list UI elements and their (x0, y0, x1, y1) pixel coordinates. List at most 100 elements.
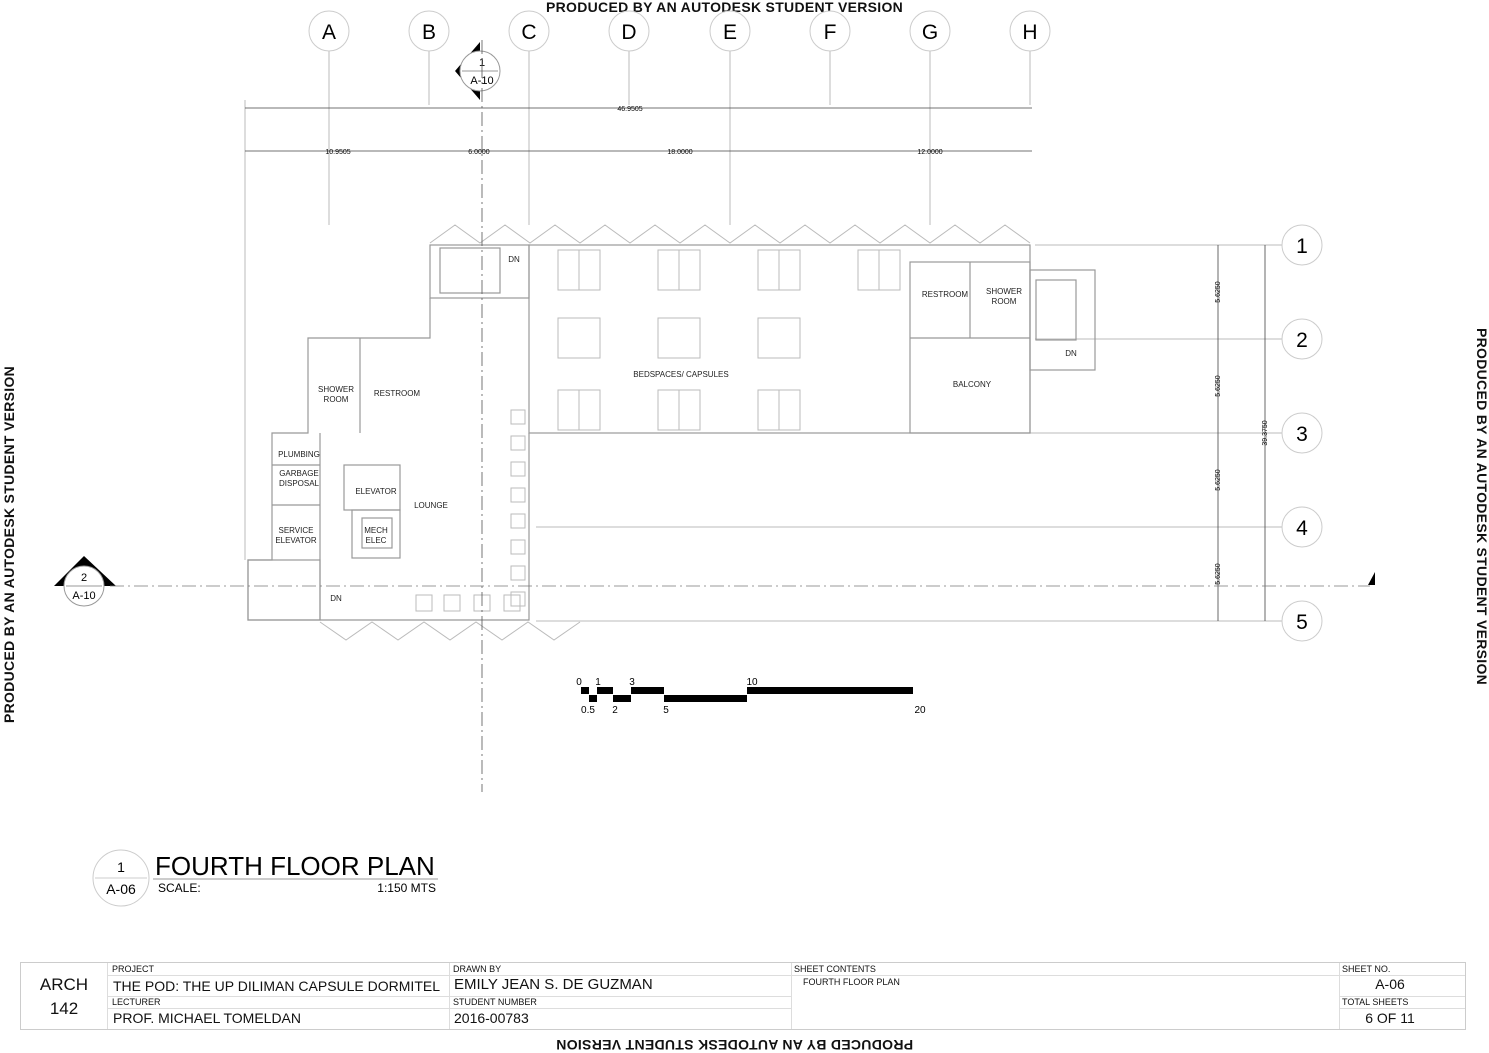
grid-bubble-circle (608, 10, 650, 52)
room-label-shower: ROOM (992, 297, 1017, 306)
facade-fin-row (429, 224, 1031, 244)
grid-bubble-H: H (1009, 10, 1051, 52)
dim-overall-depth: 39.3750 (1262, 420, 1269, 445)
drawing-title-text: FOURTH FLOOR PLAN (155, 851, 435, 881)
course-cell: ARCH 142 (21, 963, 108, 1029)
grid-bubble-circle (909, 10, 951, 52)
scale-label: 10 (746, 677, 758, 688)
grid-label: C (521, 21, 536, 44)
scale-label: 3 (629, 677, 635, 688)
section-number: 1 (479, 57, 485, 69)
grid-label: B (422, 21, 436, 44)
capsule-bed (657, 317, 701, 359)
dim-segment: 18.0000 (667, 149, 692, 156)
grid-bubble-2: 2 (1281, 318, 1323, 360)
section-sheet: A-10 (72, 590, 95, 602)
grid-bubble-4: 4 (1281, 506, 1323, 548)
section-sheet: A-10 (470, 75, 493, 87)
grid-label: 1 (1296, 235, 1308, 258)
project-cell: PROJECT THE POD: THE UP DILIMAN CAPSULE … (108, 963, 450, 1029)
drawn-by-label: DRAWN BY (453, 964, 502, 974)
watermark-top: PRODUCED BY AN AUTODESK STUDENT VERSION (546, 0, 904, 15)
grid-bubble-5: 5 (1281, 600, 1323, 642)
room-label-bedspaces: BEDSPACES/ CAPSULES (633, 370, 728, 379)
student-number-label: STUDENT NUMBER (453, 997, 537, 1007)
cafe-table (503, 594, 521, 612)
lounge-seat (510, 435, 526, 451)
capsule-furniture (415, 249, 901, 612)
grid-label: A (322, 21, 336, 44)
grid-bubble-F: F (809, 10, 851, 52)
grid-bubble-C: C (508, 10, 550, 52)
facade-fins (319, 224, 1031, 641)
room-label-dn: DN (508, 255, 520, 264)
room-label-service-elevator: ELEVATOR (275, 536, 317, 545)
cafe-table (415, 594, 433, 612)
grid-label: H (1022, 21, 1037, 44)
sheet-contents-value: FOURTH FLOOR PLAN (803, 977, 900, 987)
room-label-garbage: GARBAGE (279, 469, 319, 478)
room-label-elevator: ELEVATOR (355, 487, 397, 496)
room-label-mech: ELEC (366, 536, 387, 545)
grid-bubble-1: 1 (1281, 224, 1323, 266)
drawing-sheet: A-06 (106, 881, 136, 897)
sheet-no-label: SHEET NO. (1342, 964, 1391, 974)
room-label-lounge: LOUNGE (414, 501, 448, 510)
grid-bubble-3: 3 (1281, 412, 1323, 454)
scale-label: 0.5 (581, 705, 595, 716)
total-sheets-value: 6 OF 11 (1365, 1010, 1415, 1026)
room-label-mech: MECH (364, 526, 388, 535)
grid-bubble-circle (408, 10, 450, 52)
lounge-seat (510, 513, 526, 529)
grid-bubble-circle (1281, 224, 1323, 266)
grid-bubble-B: B (408, 10, 450, 52)
room-label-garbage: DISPOSAL (279, 479, 320, 488)
section-arrow (1368, 572, 1375, 585)
dim-overall-width: 46.9505 (617, 106, 642, 113)
grid-bubble-circle (508, 10, 550, 52)
section-marker-1: 1 A-10 (455, 42, 501, 100)
drawn-by-value: EMILY JEAN S. DE GUZMAN (454, 976, 653, 993)
room-label-balcony: BALCONY (953, 380, 992, 389)
lounge-seat (510, 591, 526, 607)
grid-bubble-circle (809, 10, 851, 52)
sheet-contents-label: SHEET CONTENTS (794, 964, 876, 974)
room-label-plumbing: PLUMBING (278, 450, 320, 459)
grid-bubble-circle (1281, 600, 1323, 642)
course-number: 142 (49, 999, 79, 1018)
lounge-seat (510, 539, 526, 555)
grid-bubble-D: D (608, 10, 650, 52)
grid-label: 3 (1296, 423, 1308, 446)
grid-bubble-circle (1281, 412, 1323, 454)
grid-bubble-circle (308, 10, 350, 52)
grid-bubble-circle (1281, 318, 1323, 360)
room-label-dn: DN (1065, 349, 1077, 358)
lecturer-label: LECTURER (112, 997, 161, 1007)
room-label-restroom: RESTROOM (922, 290, 969, 299)
section-number: 2 (81, 572, 87, 584)
sheet-contents-cell: SHEET CONTENTS FOURTH FLOOR PLAN (792, 963, 1340, 1029)
dim-segment: 12.0000 (917, 149, 942, 156)
room-label-dn: DN (330, 594, 342, 603)
scale-label: 20 (914, 705, 926, 716)
scale-label: SCALE: (158, 881, 201, 895)
grid-label: G (922, 21, 938, 44)
project-label: PROJECT (112, 964, 155, 974)
dim-segment: 6.0000 (468, 149, 490, 156)
grid-bubble-circle (709, 10, 751, 52)
section-marker-2: 2 A-10 (54, 556, 116, 607)
lecturer-value: PROF. MICHAEL TOMELDAN (113, 1010, 302, 1026)
sheet-number-cell: SHEET NO. A-06 TOTAL SHEETS 6 OF 11 (1340, 963, 1465, 1029)
lounge-seat (510, 409, 526, 425)
building-walls (247, 244, 1096, 621)
room-label-shower: SHOWER (986, 287, 1022, 296)
room-label-shower: SHOWER (318, 385, 354, 394)
dimension-lines (245, 107, 1266, 621)
grid-bubble-circle (1281, 506, 1323, 548)
capsule-bed (757, 317, 801, 359)
scale-bar: 0 1 3 10 0.5 2 5 20 (576, 677, 926, 716)
title-block: ARCH 142 PROJECT THE POD: THE UP DILIMAN… (20, 962, 1466, 1030)
student-number-value: 2016-00783 (454, 1010, 529, 1026)
room-label-restroom: RESTROOM (374, 389, 421, 398)
